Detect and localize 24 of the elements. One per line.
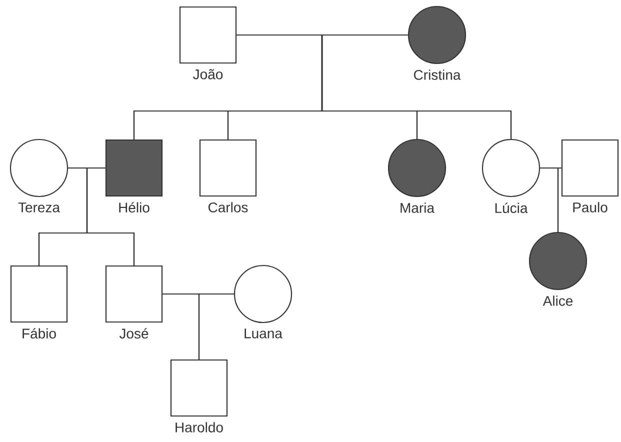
male-square: Paulo [561, 139, 619, 212]
node-label: Paulo [573, 202, 608, 212]
descent-line [86, 167, 135, 266]
node-label: Luana [244, 328, 282, 338]
male-square: Carlos [199, 139, 257, 212]
node-label: José [119, 328, 148, 339]
male-square: João [179, 6, 237, 80]
node-label: João [193, 69, 223, 80]
node-label: Cristina [414, 70, 461, 80]
node-label: Hélio [119, 202, 150, 213]
node-label: Maria [400, 202, 435, 213]
node-label: Lúcia [495, 202, 528, 214]
male-square: José [105, 265, 163, 339]
male-square: Fábio [10, 265, 68, 339]
descent-line [321, 34, 512, 139]
male-square: Haroldo [170, 359, 228, 432]
node-label: Tereza [18, 202, 60, 212]
node-label: Fábio [22, 328, 56, 339]
descent-line [198, 293, 234, 361]
affected-male-square: Hélio [105, 139, 163, 213]
descent-line [557, 167, 562, 234]
node-label: Haroldo [176, 422, 223, 432]
node-label: Carlos [208, 202, 248, 212]
node-label: Alice [542, 296, 573, 306]
